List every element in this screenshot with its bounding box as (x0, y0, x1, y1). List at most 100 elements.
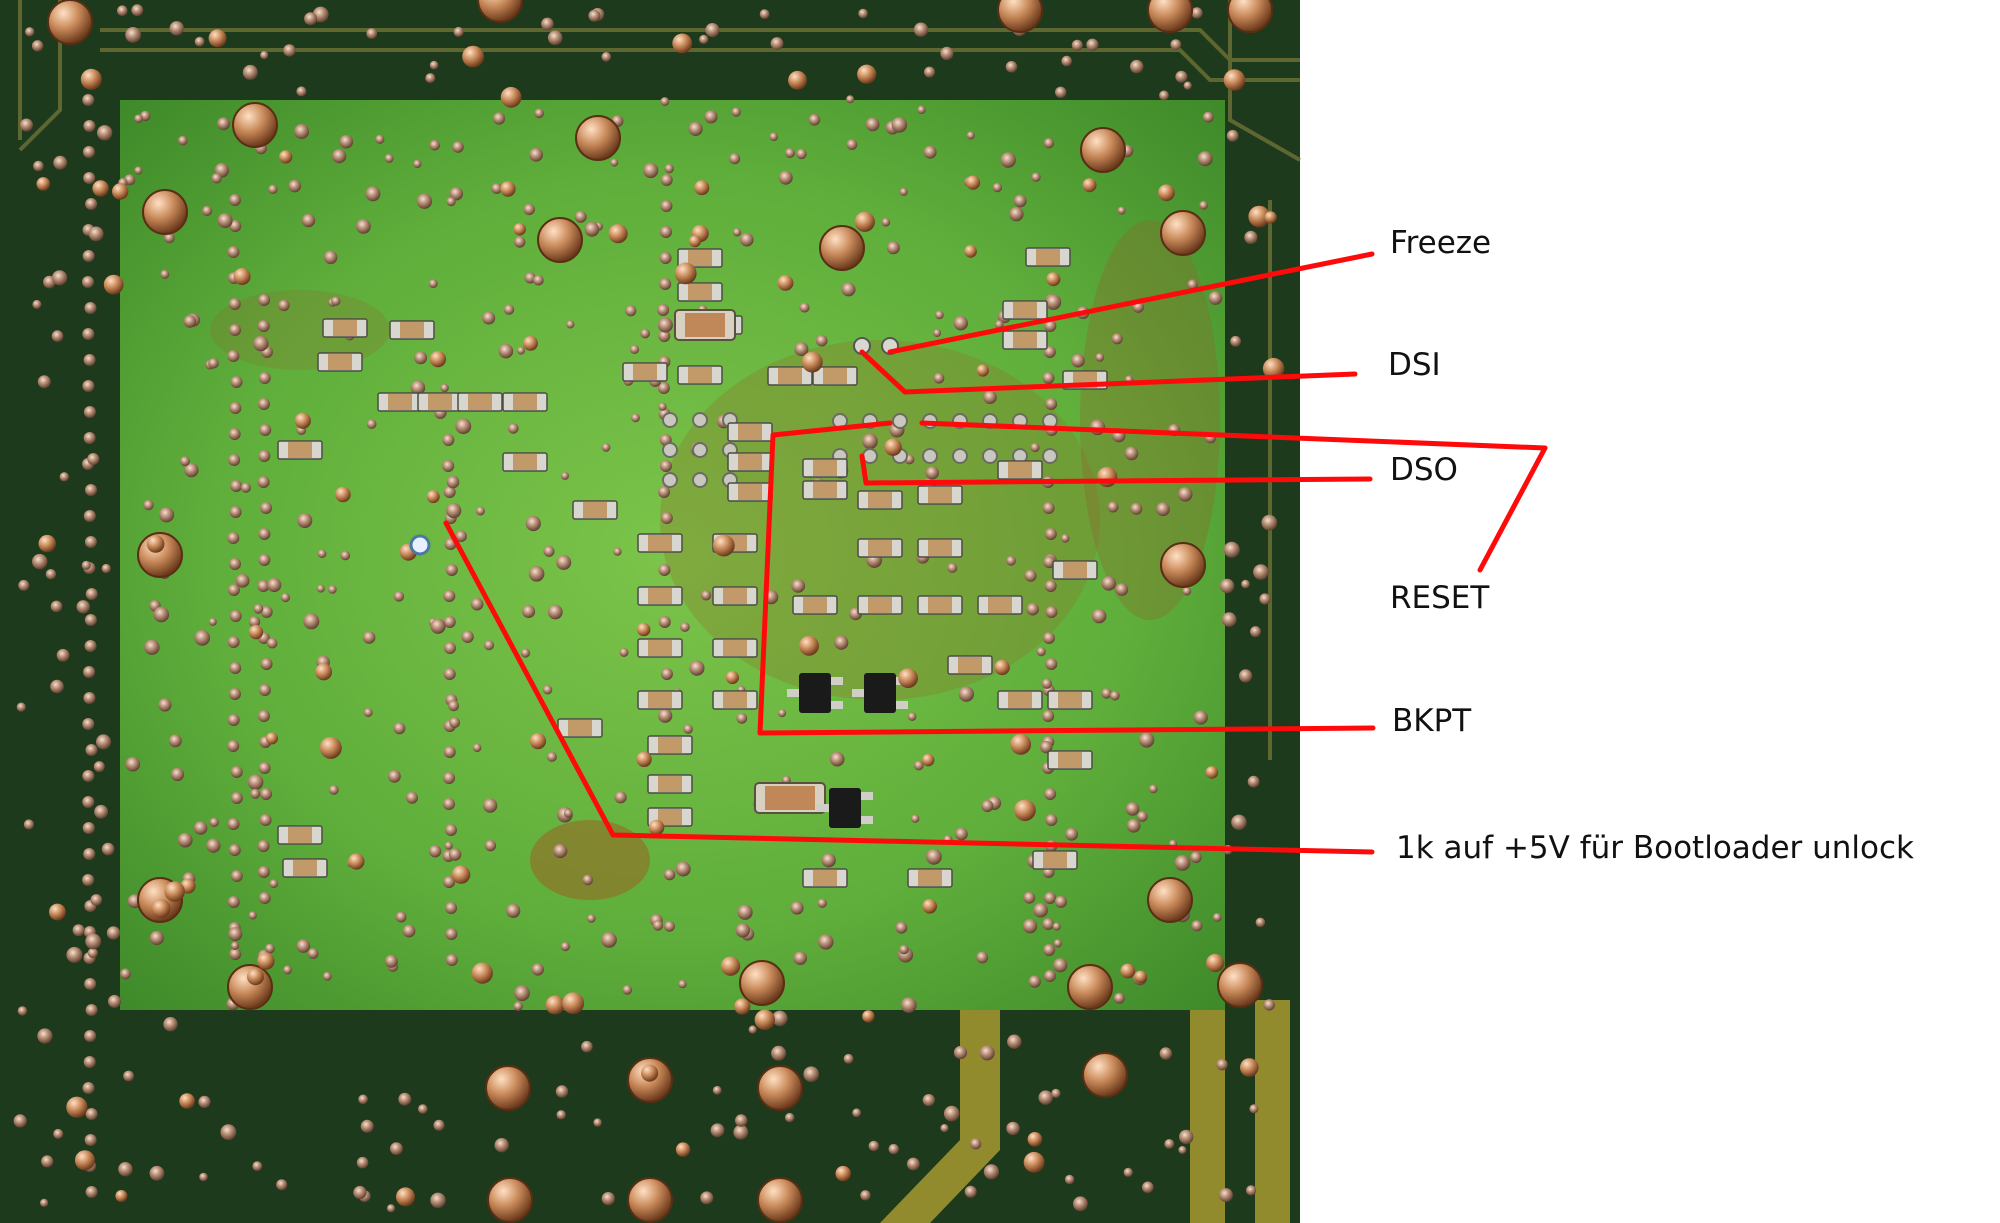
via (106, 926, 121, 940)
smd-outline (502, 392, 548, 412)
via (1216, 1058, 1228, 1071)
reset-leader-line-top (919, 420, 1548, 451)
via (227, 584, 240, 596)
smd-center (688, 367, 712, 383)
via (1199, 200, 1208, 210)
via (416, 193, 433, 209)
copper-pad (92, 180, 109, 197)
via (52, 270, 68, 286)
smd-center (388, 394, 412, 410)
via (659, 460, 672, 472)
via (619, 647, 629, 657)
via (56, 648, 70, 662)
via (1223, 541, 1240, 558)
via (818, 934, 834, 950)
via (331, 296, 341, 306)
copper-pad (636, 751, 652, 767)
via (443, 746, 456, 758)
via (228, 688, 241, 700)
smd-outline (947, 655, 993, 675)
smd-resistor (647, 774, 693, 794)
via (153, 606, 170, 623)
smd-outline (712, 638, 758, 658)
smd-outline (767, 366, 813, 386)
via (260, 658, 273, 670)
via (32, 553, 48, 570)
smd-center (428, 394, 452, 410)
via (1065, 827, 1079, 841)
copper-pad (641, 1064, 659, 1082)
via (506, 903, 521, 918)
via (317, 549, 327, 559)
smd-resistor (1002, 330, 1048, 350)
smd-resistor (857, 490, 903, 510)
via (1089, 419, 1106, 436)
via (83, 120, 96, 132)
via (740, 232, 754, 247)
copper-pad (1023, 1151, 1045, 1173)
smd-center (778, 368, 802, 384)
via (356, 1156, 369, 1169)
via (258, 294, 271, 306)
copper-pad (1205, 766, 1219, 779)
smd-resistor (637, 533, 683, 553)
copper-pad (462, 45, 484, 68)
via (514, 985, 530, 1002)
via (358, 1094, 368, 1105)
via (659, 226, 672, 238)
copper-mount-pad (142, 189, 188, 235)
via (917, 105, 926, 115)
via (301, 213, 316, 228)
via (120, 968, 131, 980)
via (1208, 291, 1223, 305)
via (992, 182, 1002, 193)
smd-resistor (647, 735, 693, 755)
via (117, 5, 128, 16)
copper-pad (976, 364, 989, 377)
via (1044, 320, 1057, 332)
via (248, 616, 261, 628)
via (227, 740, 240, 752)
smd-outline (1002, 330, 1048, 350)
smd-center (1013, 332, 1037, 348)
smd-center (723, 692, 747, 708)
via (229, 610, 242, 622)
smd-resistor (917, 595, 963, 615)
via (455, 418, 472, 435)
via (257, 398, 270, 410)
via (90, 894, 103, 906)
annotation-lines (443, 251, 1548, 855)
copper-pad (1097, 466, 1118, 488)
via (1040, 740, 1053, 754)
copper-pad (80, 68, 102, 90)
via (1159, 90, 1169, 101)
via (1042, 372, 1055, 384)
via (247, 774, 264, 790)
via (1053, 958, 1068, 973)
via (31, 40, 44, 52)
smd-outline (389, 320, 435, 340)
via (278, 299, 290, 311)
via (966, 131, 975, 140)
via (475, 506, 485, 516)
via (517, 346, 525, 355)
via (384, 954, 398, 968)
via (843, 1053, 854, 1064)
smd-resistor (1025, 247, 1071, 267)
via (229, 948, 242, 960)
via (445, 564, 458, 576)
via (227, 896, 240, 908)
smd-resistor (377, 392, 423, 412)
via (1055, 86, 1067, 99)
copper-pad (994, 659, 1010, 676)
via (1045, 294, 1062, 310)
smd-outline (637, 690, 683, 710)
via (846, 139, 858, 150)
copper-pad (513, 223, 526, 236)
via (659, 252, 672, 264)
smd-resistor (917, 538, 963, 558)
via (33, 160, 44, 172)
smd-resistor (997, 690, 1043, 710)
copper-pad (247, 968, 264, 986)
via (1041, 678, 1053, 689)
